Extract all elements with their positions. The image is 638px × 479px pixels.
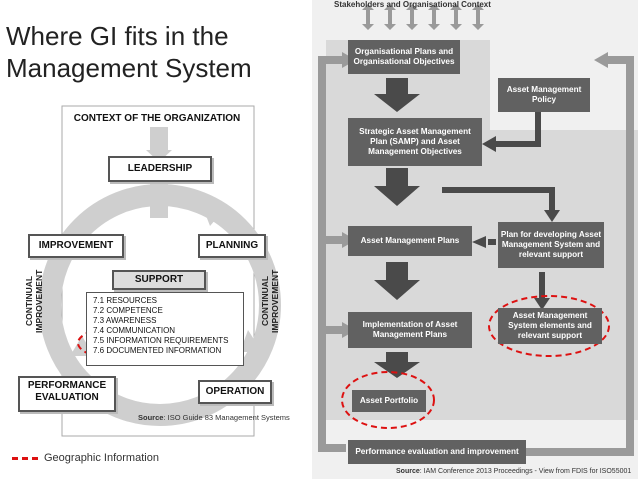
continual-improvement-right: CONTINUAL IMPROVEMENT: [260, 269, 280, 333]
am-source-text: : IAM Conference 2013 Proceedings - View…: [419, 468, 632, 475]
context-label: CONTEXT OF THE ORGANIZATION: [73, 113, 241, 124]
improvement-box: IMPROVEMENT: [28, 234, 124, 258]
context-box: CONTEXT OF THE ORGANIZATION: [66, 110, 248, 127]
support-box: SUPPORT: [112, 270, 206, 290]
am-source: Source: IAM Conference 2013 Proceedings …: [396, 468, 631, 475]
support-item: 7.2 COMPETENCE: [93, 306, 163, 315]
samp-box: Strategic Asset Management Plan (SAMP) a…: [348, 118, 482, 166]
page-title: Where GI fits in the Management System: [6, 21, 252, 83]
gi-highlight-ellipse: [341, 371, 435, 429]
am-system-elements-box: Asset Management System elements and rel…: [498, 308, 602, 344]
implementation-box: Implementation of Asset Management Plans: [348, 312, 472, 348]
iso-source: Source: ISO Guide 83 Management Systems: [138, 413, 290, 422]
performance-evaluation-box: PERFORMANCE EVALUATION: [18, 376, 116, 412]
support-items-list: 7.1 RESOURCES 7.2 COMPETENCE 7.3 AWARENE…: [86, 292, 244, 366]
am-plans-box: Asset Management Plans: [348, 226, 472, 256]
gi-highlight-ellipse: [488, 295, 610, 357]
policy-box: Asset Management Policy: [498, 78, 590, 112]
support-item: 7.5 INFORMATION REQUIREMENTS: [93, 336, 229, 345]
legend-dashed-line: [12, 456, 38, 460]
am-header: Stakeholders and Organisational Context: [334, 0, 491, 9]
support-item: 7.3 AWARENESS: [93, 316, 157, 325]
iso-source-text: : ISO Guide 83 Management Systems: [163, 413, 290, 422]
leadership-box: LEADERSHIP: [108, 156, 212, 182]
iso-source-label: Source: [138, 413, 164, 422]
am-source-label: Source: [396, 468, 420, 475]
continual-improvement-left: CONTINUAL IMPROVEMENT: [24, 269, 44, 333]
performance-label: PERFORMANCE EVALUATION: [27, 380, 107, 403]
legend-label: Geographic Information: [44, 452, 159, 464]
operation-box: OPERATION: [198, 380, 272, 404]
plan-development-box: Plan for developing Asset Management Sys…: [498, 222, 604, 268]
support-item: 7.6 DOCUMENTED INFORMATION: [93, 346, 222, 355]
support-label: SUPPORT: [134, 274, 184, 285]
asset-portfolio-box: Asset Portfolio: [352, 390, 426, 412]
legend: Geographic Information: [12, 452, 159, 464]
iso-diagram: CONTEXT OF THE ORGANIZATION LEADERSHIP I…: [0, 0, 310, 479]
org-plans-box: Organisational Plans and Organisational …: [348, 40, 460, 74]
support-item: 7.4 COMMUNICATION: [93, 326, 176, 335]
planning-label: PLANNING: [205, 240, 259, 251]
leadership-label: LEADERSHIP: [127, 163, 193, 174]
planning-box: PLANNING: [198, 234, 266, 258]
support-item: 7.1 RESOURCES: [93, 296, 158, 305]
performance-box: Performance evaluation and improvement: [348, 440, 526, 464]
operation-label: OPERATION: [205, 386, 265, 397]
am-diagram: Stakeholders and Organisational Context …: [312, 0, 638, 479]
improvement-label: IMPROVEMENT: [38, 240, 114, 251]
